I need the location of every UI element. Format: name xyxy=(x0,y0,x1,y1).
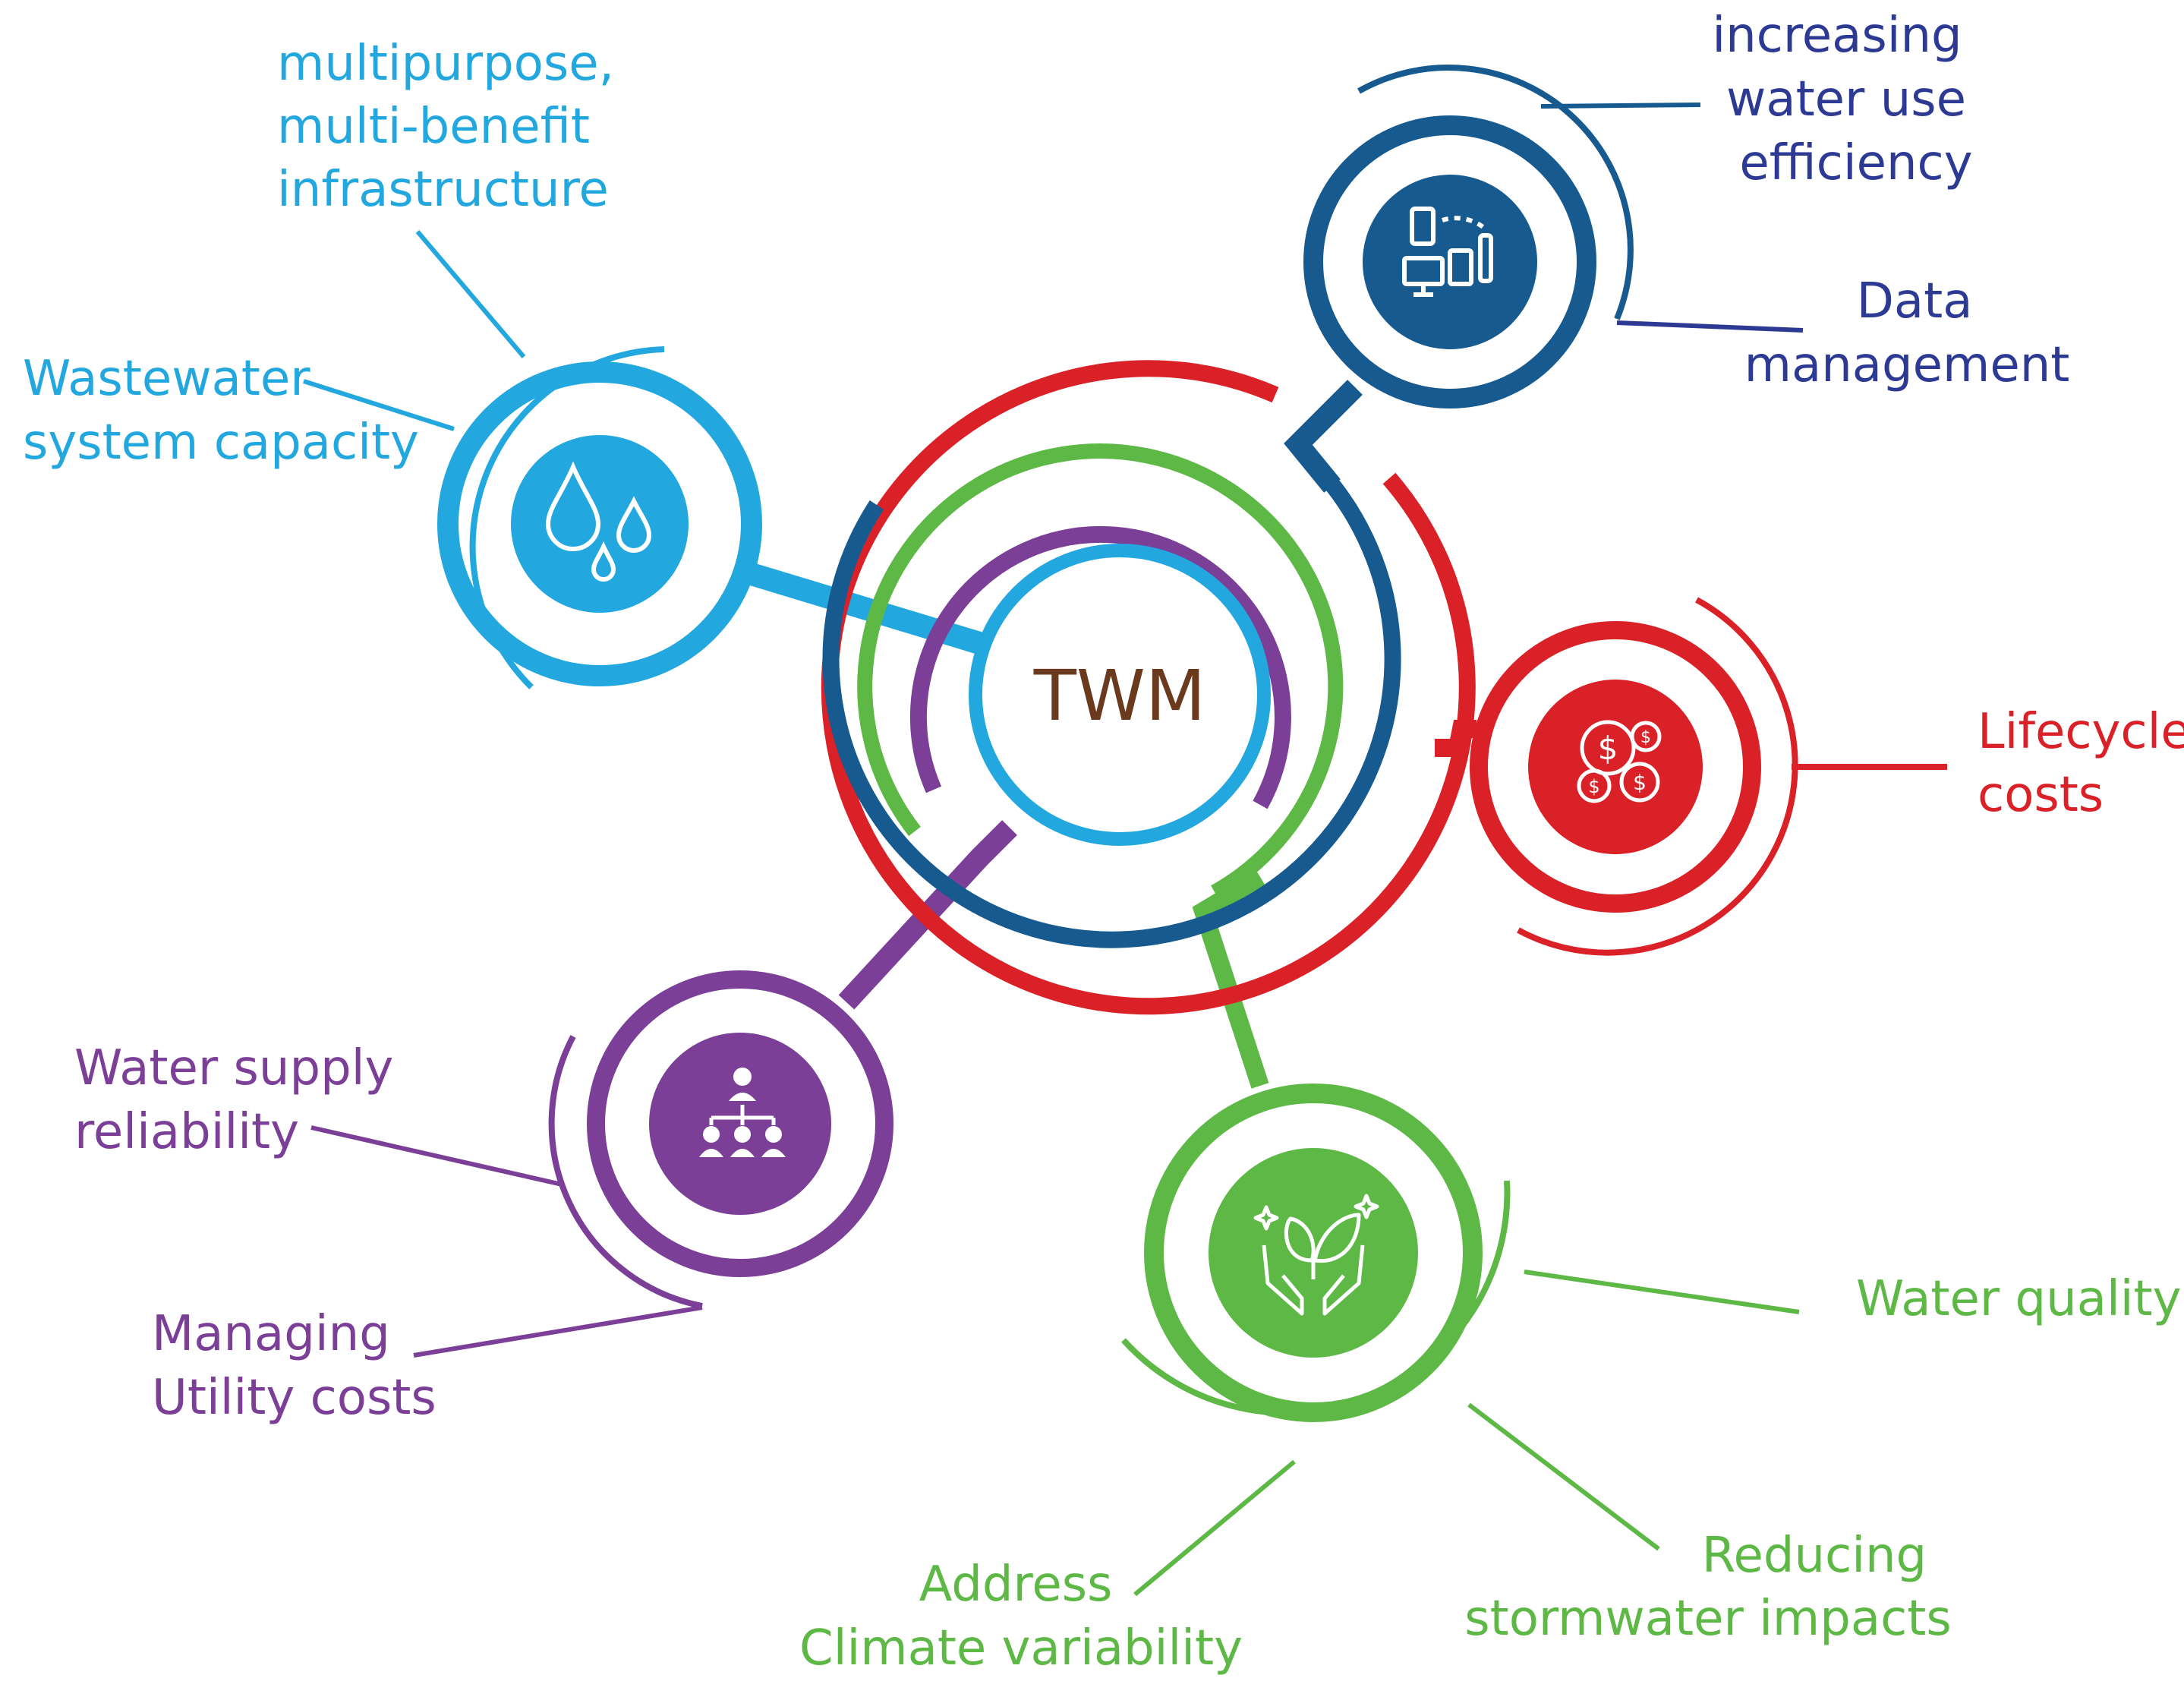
label-costs: costs xyxy=(1978,767,2104,823)
label-increasing: increasing xyxy=(1712,8,1962,64)
node-data xyxy=(1303,65,1634,408)
label-multipurpose: multipurpose, xyxy=(277,36,614,92)
label-water-supply: Water supply xyxy=(74,1040,393,1096)
label-management: management xyxy=(1744,337,2070,393)
environment-ring xyxy=(1144,1083,1483,1422)
leader-climate xyxy=(1133,1459,1296,1597)
leader-multipurpose xyxy=(415,230,526,358)
label-stormwater-impacts: stormwater impacts xyxy=(1464,1591,1951,1647)
organization-hierarchy-icon xyxy=(699,1068,786,1157)
supply-ring xyxy=(587,970,893,1277)
svg-text:$: $ xyxy=(1633,770,1647,795)
leader-water-quality xyxy=(1524,1270,1800,1314)
leader-supply xyxy=(310,1125,563,1187)
node-lifecycle: $ $ $ $ xyxy=(1470,597,1798,956)
svg-text:$: $ xyxy=(1640,728,1651,747)
label-multi-benefit: multi-benefit xyxy=(277,99,590,155)
center-rings xyxy=(821,360,1476,1015)
supply-disc xyxy=(649,1033,831,1215)
ring-red xyxy=(821,360,1476,1015)
leader-data-management xyxy=(1616,320,1804,333)
label-data: Data xyxy=(1857,273,1973,330)
dollar-coins-icon: $ $ $ $ xyxy=(1577,720,1662,803)
label-reliability: reliability xyxy=(74,1104,299,1160)
ring-sky xyxy=(969,544,1271,846)
node-environment xyxy=(1121,1083,1511,1422)
label-efficiency: efficiency xyxy=(1739,135,1972,191)
supply-outer-arc xyxy=(548,1035,703,1309)
label-wastewater: Wastewater xyxy=(23,351,310,407)
label-reducing: Reducing xyxy=(1702,1528,1927,1584)
label-managing: Managing xyxy=(152,1306,390,1362)
water-drops-icon xyxy=(545,461,652,582)
node-wastewater xyxy=(437,346,762,689)
label-system-capacity: system capacity xyxy=(23,415,419,471)
environment-connector xyxy=(1192,869,1269,1089)
leader-lines xyxy=(303,103,1947,1597)
data-ring xyxy=(1303,115,1596,408)
label-water-use: water use xyxy=(1726,71,1966,128)
label-utility-costs: Utility costs xyxy=(152,1370,436,1426)
label-water-quality: Water quality xyxy=(1856,1271,2181,1327)
ring-green xyxy=(857,443,1344,899)
label-address: Address xyxy=(919,1557,1113,1613)
svg-text:$: $ xyxy=(1598,730,1618,767)
data-outer-arc xyxy=(1357,65,1634,320)
node-supply xyxy=(548,970,893,1309)
lifecycle-ring xyxy=(1470,621,1761,913)
lifecycle-disc xyxy=(1528,680,1703,854)
lifecycle-outer-arc xyxy=(1517,597,1798,956)
svg-text:$: $ xyxy=(1588,776,1599,797)
leader-stormwater xyxy=(1467,1402,1660,1551)
wastewater-ring xyxy=(437,361,762,686)
label-climate-variability: Climate variability xyxy=(799,1620,1243,1676)
leader-wastewater xyxy=(303,379,455,431)
devices-network-icon xyxy=(1402,207,1493,297)
leader-efficiency xyxy=(1540,103,1701,109)
label-infrastructure: infrastructure xyxy=(277,162,609,218)
supply-connector xyxy=(838,820,1017,1010)
ring-purple xyxy=(909,525,1291,809)
leader-utility-costs xyxy=(413,1305,703,1358)
center-label: TWM xyxy=(1033,655,1206,737)
ring-navy xyxy=(822,449,1401,948)
hands-plant-icon xyxy=(1253,1194,1379,1316)
label-lifecycle: Lifecycle xyxy=(1978,704,2184,760)
